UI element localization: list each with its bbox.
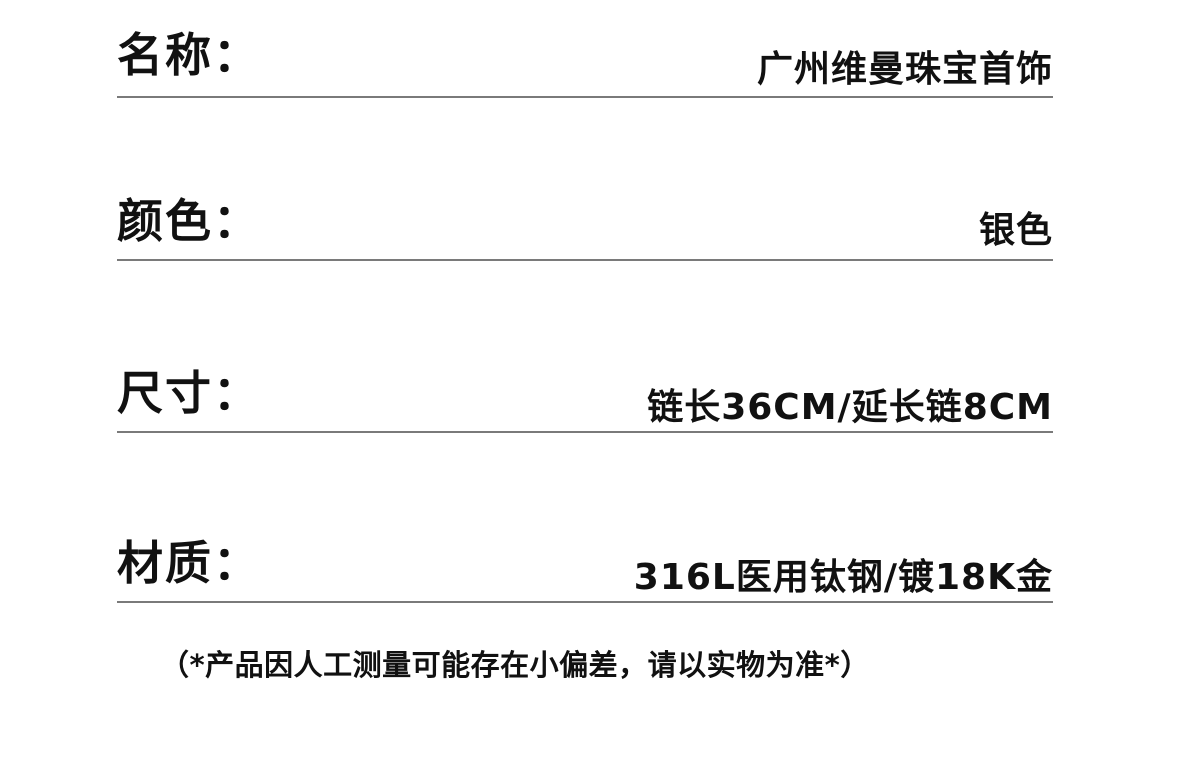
- spec-value-size: 链长36CM/延长链8CM: [647, 387, 1053, 428]
- spec-label-name: 名称：: [117, 28, 261, 82]
- spec-value-material: 316L医用钛钢/镀18K金: [633, 557, 1053, 598]
- spec-row-color: 颜色： 银色: [117, 150, 1053, 261]
- spec-label-material: 材质：: [117, 536, 261, 590]
- spec-row-size: 尺寸： 链长36CM/延长链8CM: [117, 320, 1053, 433]
- spec-value-color: 银色: [978, 210, 1053, 251]
- spec-label-color: 颜色：: [117, 194, 261, 248]
- spec-row-material: 材质： 316L医用钛钢/镀18K金: [117, 490, 1053, 603]
- spec-label-size: 尺寸：: [117, 366, 261, 420]
- measurement-disclaimer: （*产品因人工测量可能存在小偏差，请以实物为准*）: [160, 648, 870, 682]
- spec-row-name: 名称： 广州维曼珠宝首饰: [117, 0, 1053, 98]
- spec-value-name: 广州维曼珠宝首饰: [756, 49, 1053, 90]
